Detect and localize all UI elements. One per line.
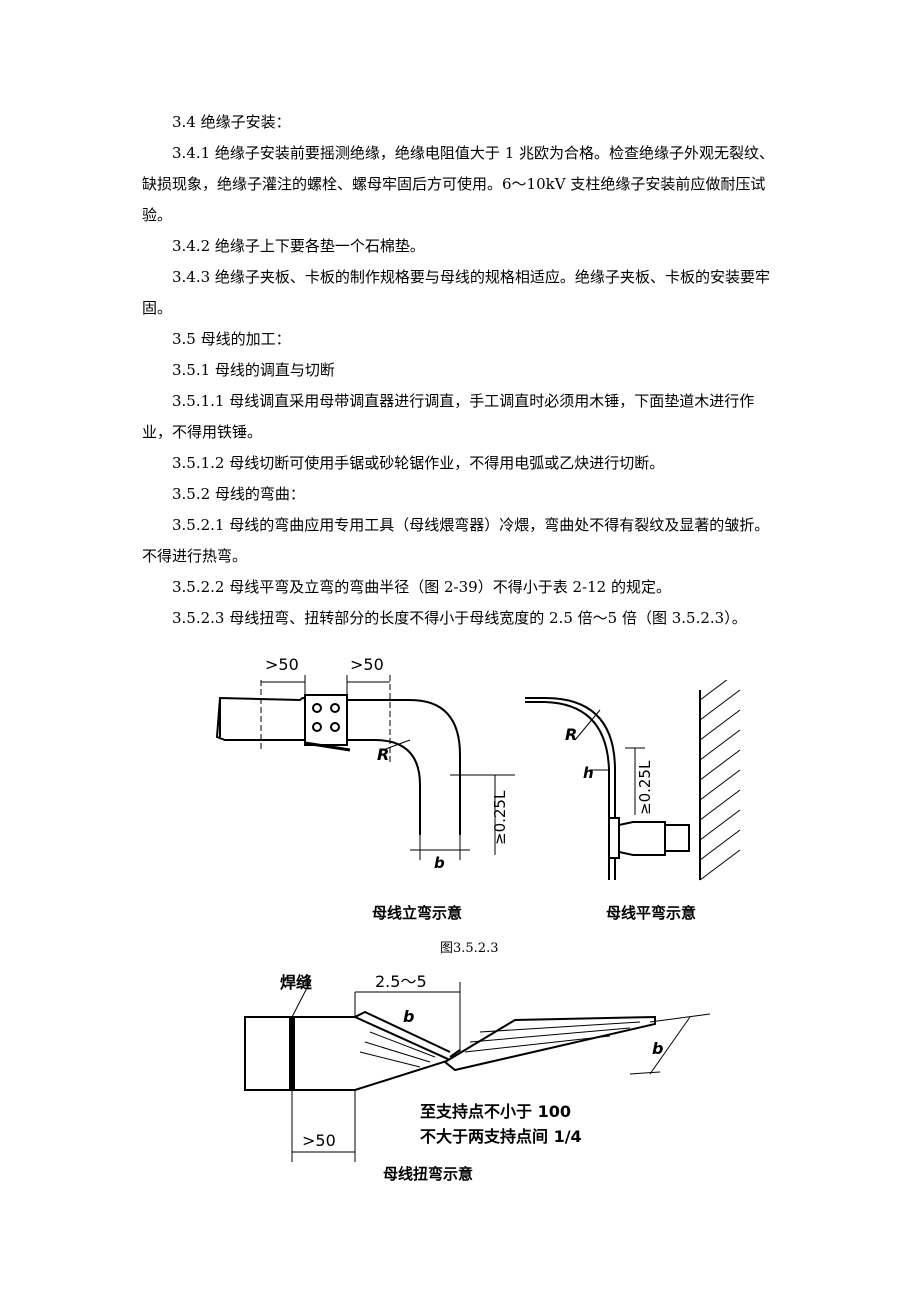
vertical-dim-b-label: >50 [350, 655, 384, 674]
section-3-5-1: 3.5.1 母线的调直与切断 [172, 361, 335, 379]
section-3-5-1-2: 3.5.1.2 母线切断可使用手锯或砂轮锯作业，不得用电弧或乙炔进行切断。 [172, 454, 665, 472]
twist-caption: 母线扭弯示意 [383, 1165, 474, 1183]
section-3-5-2-2: 3.5.2.2 母线平弯及立弯的弯曲半径（图 2-39）不得小于表 2-12 的… [172, 578, 671, 596]
twist-range-label: 2.5～5 [375, 972, 427, 991]
section-3-5-heading: 3.5 母线的加工： [172, 330, 291, 348]
flat-radius-label: R [565, 725, 577, 744]
twist-note-1: 至支持点不小于 100 [420, 1102, 571, 1121]
twist-dim-50-label: >50 [302, 1131, 336, 1150]
twist-weld-label: 焊缝 [280, 973, 312, 992]
section-3-4-2: 3.4.2 绝缘子上下要各垫一个石棉垫。 [172, 237, 425, 255]
twist-width-side-label: b [652, 1039, 663, 1058]
vertical-bend-caption: 母线立弯示意 [372, 904, 463, 922]
section-3-4-3: 3.4.3 绝缘子夹板、卡板的制作规格要与母线的规格相适应。绝缘子夹板、卡板的安… [142, 268, 770, 317]
vertical-radius-label: R [377, 745, 389, 764]
vertical-dim-l-label: ≥0.25L [491, 790, 509, 845]
flat-dim-l-label: ≥0.25L [636, 760, 654, 815]
twist-width-top-label: b [403, 1007, 414, 1026]
section-3-5-2-3: 3.5.2.3 母线扭弯、扭转部分的长度不得小于母线宽度的 2.5 倍～5 倍（… [172, 609, 747, 627]
vertical-dim-a-label: >50 [265, 655, 299, 674]
busbar-vertical-bend-drawing: >50 >50 R ≥0.25L b [215, 655, 515, 870]
section-3-5-2: 3.5.2 母线的弯曲： [172, 485, 305, 503]
figure-caption: 图3.5.2.3 [440, 941, 499, 956]
section-3-5-2-1: 3.5.2.1 母线的弯曲应用专用工具（母线煨弯器）冷煨，弯曲处不得有裂纹及显著… [142, 516, 770, 565]
flat-thickness-label: h [583, 764, 594, 782]
twist-note-2: 不大于两支持点间 1/4 [420, 1127, 582, 1146]
vertical-width-label: b [434, 854, 445, 870]
section-3-4-heading: 3.4 绝缘子安装： [172, 113, 291, 131]
section-3-5-1-1: 3.5.1.1 母线调直采用母带调直器进行调直，手工调直时必须用木锤，下面垫道木… [142, 392, 755, 441]
section-3-4-1: 3.4.1 绝缘子安装前要摇测绝缘，绝缘电阻值大于 1 兆欧为合格。检查绝缘子外… [142, 144, 775, 224]
busbar-flat-bend-drawing: R h ≥0.25L [525, 680, 741, 881]
flat-bend-caption: 母线平弯示意 [606, 904, 697, 922]
busbar-twist-drawing: 焊缝 2.5～5 b b 至支持点不小于 100 不大于两支持点间 1/4 >5… [244, 972, 711, 1162]
